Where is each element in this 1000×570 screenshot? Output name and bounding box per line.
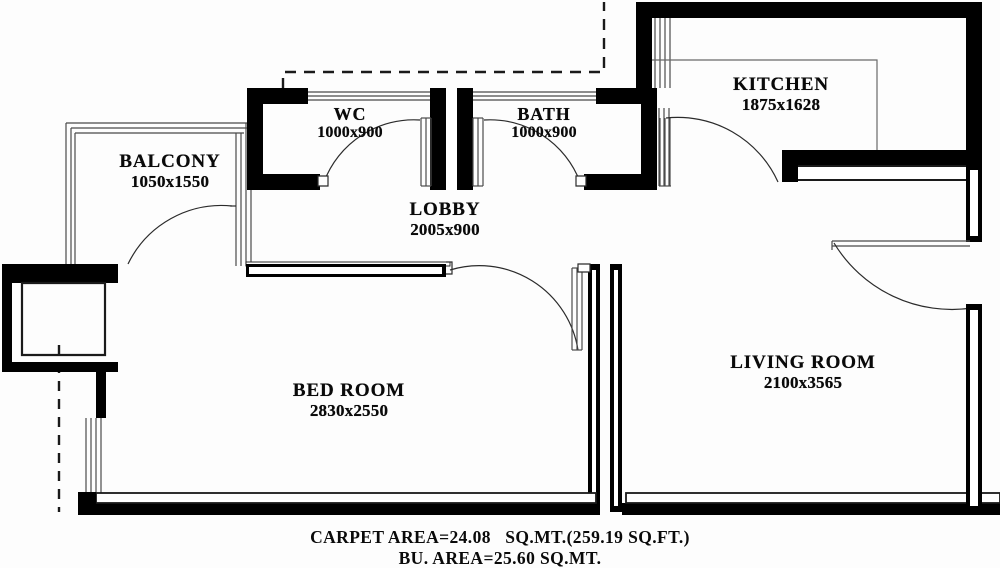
bedroom-door-jamb-left (446, 261, 453, 275)
kitchen-dimensions: 1875x1628 (741, 94, 821, 114)
kitchen-walls (636, 2, 982, 160)
wc-walls (247, 88, 446, 190)
kitchen-counter-line (652, 59, 878, 158)
area-summary: CARPET AREA=24.08 SQ.MT.(259.19 SQ.FT.) … (0, 527, 1000, 570)
bath-top-window (473, 91, 596, 101)
bed-room-name: BED ROOM (292, 380, 406, 401)
bedroom-door-swing-arc (449, 265, 579, 351)
built-up-area-text: BU. AREA=25.60 SQ.MT. (398, 548, 602, 569)
carpet-area-text: CARPET AREA=24.08 SQ.MT.(259.19 SQ.FT.) (310, 527, 690, 547)
balcony-door-swing-arc (127, 204, 236, 265)
bath-name: BATH (517, 104, 571, 124)
kitchen-left-window (654, 18, 671, 88)
right-exterior-wall-lower (966, 304, 982, 512)
wc-door-leaf (420, 117, 432, 187)
central-divider-walls (577, 263, 622, 512)
kitchen-door-swing-arc (665, 116, 779, 183)
bed-room-dimensions: 2830x2550 (309, 400, 389, 420)
bedroom-door-leaf (571, 267, 583, 351)
wc-door-swing-arc (317, 119, 421, 187)
balcony-walls (65, 122, 248, 264)
dashed-projection-outline (281, 2, 606, 89)
lobby-name: LOBBY (409, 199, 481, 220)
balcony-name: BALCONY (119, 151, 221, 172)
room-label-bed-room: BED ROOM 2830x2550 (268, 380, 430, 420)
bedroom-left-window (85, 418, 102, 495)
room-label-bath: BATH 1000x900 (482, 104, 606, 142)
bath-dimensions: 1000x900 (511, 124, 577, 142)
bath-walls (457, 88, 657, 190)
bottom-exterior-wall (78, 492, 1000, 515)
bath-door-swing-arc (483, 119, 587, 187)
wc-dimensions: 1000x900 (317, 124, 383, 142)
room-label-balcony: BALCONY 1050x1550 (95, 151, 245, 191)
kitchen-door-leaf (659, 118, 671, 186)
kitchen-living-divider-wall (782, 150, 982, 182)
living-room-name: LIVING ROOM (730, 352, 876, 373)
wc-top-window (308, 91, 430, 101)
room-label-kitchen: KITCHEN 1875x1628 (707, 74, 855, 114)
lobby-dimensions: 2005x900 (410, 219, 480, 239)
kitchen-name: KITCHEN (732, 74, 830, 95)
entry-door-swing-arc (833, 242, 973, 311)
wc-name: WC (333, 104, 367, 124)
room-label-living-room: LIVING ROOM 2100x3565 (700, 352, 906, 392)
balcony-dimensions: 1050x1550 (130, 171, 210, 191)
lobby-right-window (658, 108, 671, 187)
bath-door-leaf (472, 117, 484, 187)
entry-door-leaf (831, 240, 970, 250)
bedroom-lobby-divider-wall (245, 261, 451, 277)
left-bay-projection (2, 264, 118, 418)
room-label-wc: WC 1000x900 (288, 104, 412, 142)
room-label-lobby: LOBBY 2005x900 (380, 199, 510, 239)
right-exterior-wall-upper (966, 166, 982, 242)
living-room-dimensions: 2100x3565 (763, 372, 843, 392)
